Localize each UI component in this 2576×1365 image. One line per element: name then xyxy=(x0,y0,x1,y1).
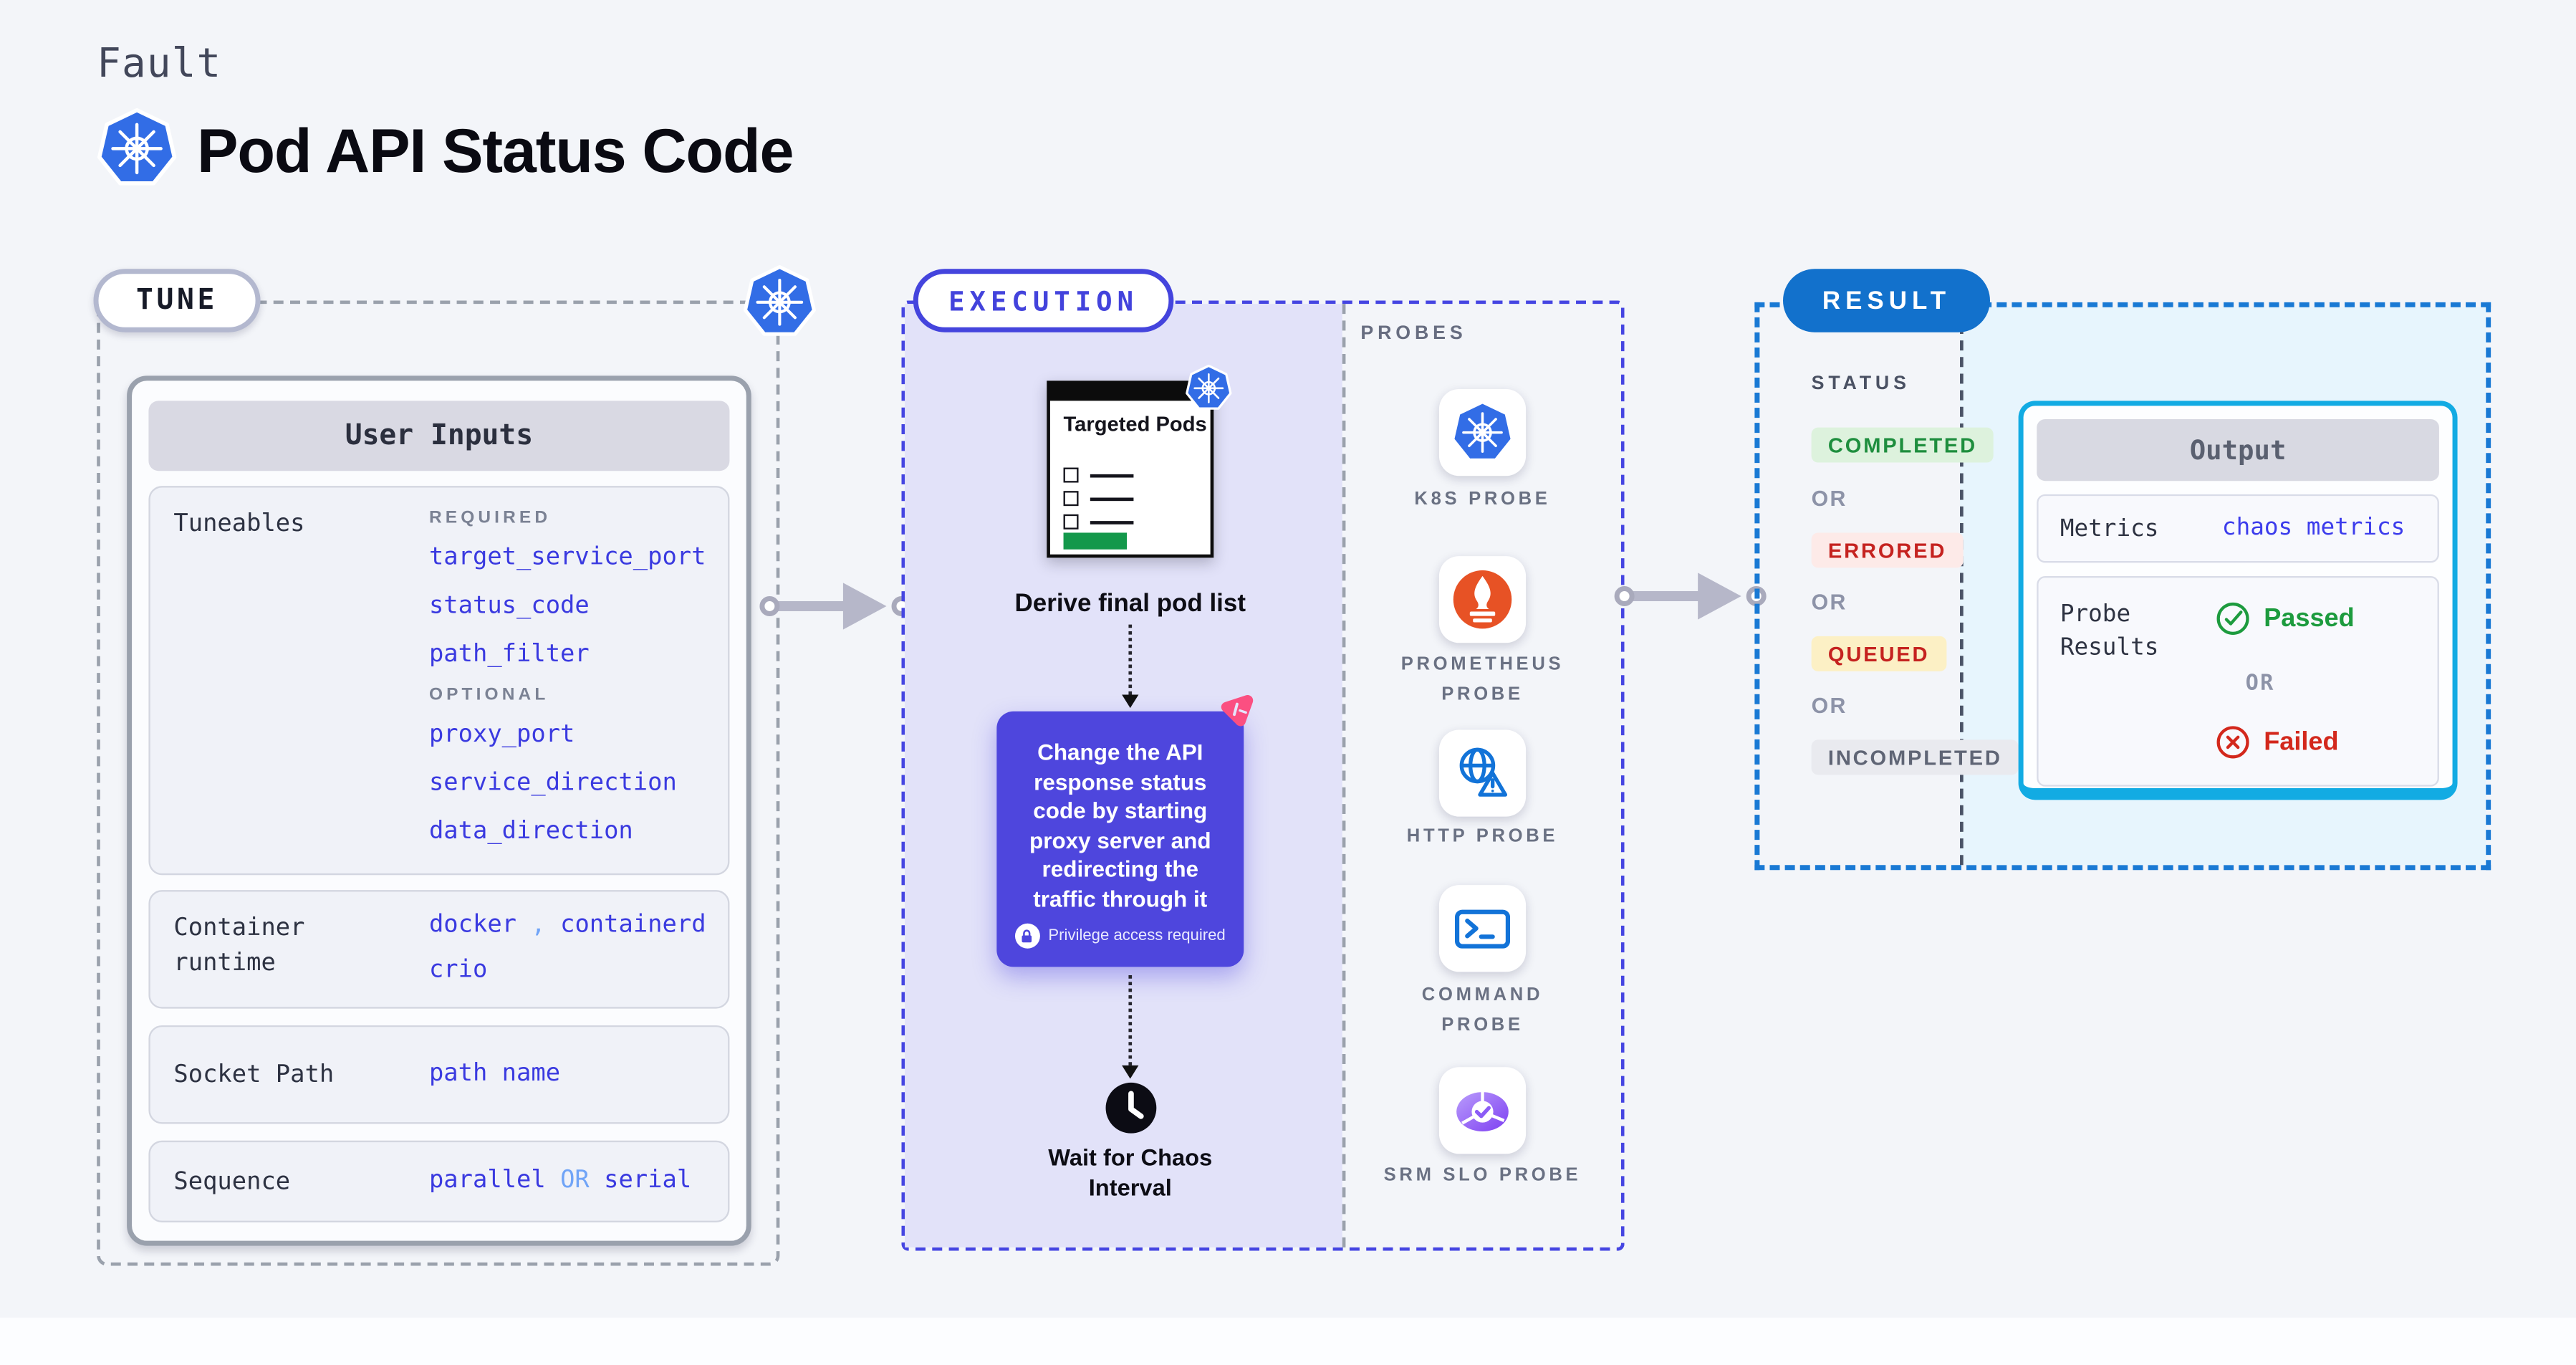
probe-label: HTTP PROBE xyxy=(1406,826,1559,847)
or-separator: OR xyxy=(1811,486,1847,512)
probe-card-prometheus xyxy=(1438,556,1527,643)
tuneable-optional: service_direction xyxy=(428,770,677,797)
kubernetes-icon xyxy=(743,264,817,340)
dotted-connector xyxy=(1128,624,1133,695)
tune-badge: TUNE xyxy=(93,269,261,332)
lock-icon xyxy=(1014,923,1040,949)
probes-section-label: PROBES xyxy=(1360,324,1467,345)
status-badge-errored: ERRORED xyxy=(1811,532,1964,568)
probes-divider xyxy=(1342,304,1346,1247)
privilege-note: Privilege access required xyxy=(996,923,1244,949)
runtime-separator: , xyxy=(531,911,546,939)
arrow-execution-to-result xyxy=(1614,573,1768,620)
sequence-value: serial xyxy=(604,1167,692,1194)
dotted-connector xyxy=(1128,975,1133,1065)
probe-label: COMMAND PROBE xyxy=(1421,985,1544,1035)
probe-label: K8S PROBE xyxy=(1414,489,1551,509)
progress-bar xyxy=(1063,532,1128,550)
status-badge-incompleted: INCOMPLETED xyxy=(1811,739,2019,775)
or-separator: OR xyxy=(1811,693,1847,719)
tuneables-label: Tuneables xyxy=(173,511,305,538)
status-badge-queued: QUEUED xyxy=(1811,636,1946,671)
sequence-value: parallel xyxy=(428,1167,546,1194)
result-badge: RESULT xyxy=(1783,269,1990,332)
fault-action-box: Change the API response status code by s… xyxy=(996,711,1244,967)
tuneable-required: path_filter xyxy=(428,641,590,669)
tuneable-required: target_service_port xyxy=(428,544,706,572)
targeted-pods-title: Targeted Pods xyxy=(1063,412,1207,436)
fault-category-label: Fault xyxy=(97,39,222,87)
probe-label: SRM SLO PROBE xyxy=(1383,1165,1582,1186)
arrowhead-down-icon xyxy=(1122,694,1139,709)
slo-pie-check-icon xyxy=(1456,1091,1509,1132)
probe-card-http xyxy=(1438,729,1527,817)
optional-label: OPTIONAL xyxy=(428,684,549,705)
pod-list-item xyxy=(1063,514,1134,530)
user-inputs-card: User Inputs Tuneables REQUIRED target_se… xyxy=(127,375,751,1246)
pod-list-item xyxy=(1063,467,1134,483)
bottom-strip xyxy=(0,1317,2576,1365)
probe-card-k8s xyxy=(1438,389,1527,476)
http-globe-warning-icon xyxy=(1459,747,1508,797)
container-runtime-label: Container runtime xyxy=(173,915,305,977)
runtime-value: crio xyxy=(428,957,488,984)
tuneables-row: Tuneables REQUIRED target_service_port s… xyxy=(148,486,730,876)
check-circle-icon xyxy=(2216,602,2249,635)
runtime-value: docker xyxy=(428,911,517,939)
probe-card-srm-slo xyxy=(1438,1067,1527,1154)
terminal-icon xyxy=(1454,909,1511,949)
targeted-pods-window: Targeted Pods xyxy=(1047,364,1232,558)
tuneable-optional: data_direction xyxy=(428,818,633,846)
kubernetes-icon xyxy=(1451,401,1514,464)
probe-card-command xyxy=(1438,885,1527,972)
page-title: Pod API Status Code xyxy=(197,117,794,186)
status-badge-completed: COMPLETED xyxy=(1811,427,1994,463)
wait-chaos-interval-label: Wait for Chaos Interval xyxy=(1048,1144,1213,1202)
passed-indicator: Passed xyxy=(2216,601,2355,636)
output-header: Output xyxy=(2037,418,2439,482)
or-separator: OR xyxy=(2245,671,2275,696)
probe-label: PROMETHEUS PROBE xyxy=(1400,654,1565,704)
prometheus-icon xyxy=(1453,570,1512,629)
x-circle-icon xyxy=(2216,726,2249,759)
container-runtime-row: Container runtime docker , containerd cr… xyxy=(148,890,730,1009)
clock-icon xyxy=(1105,1082,1157,1134)
tuneable-optional: proxy_port xyxy=(428,721,575,749)
or-separator: OR xyxy=(1811,589,1847,615)
probe-results-row: Probe Results Passed OR Failed xyxy=(2037,576,2439,787)
arrow-tune-to-execution xyxy=(759,583,913,630)
sequence-row: Sequence parallel OR serial xyxy=(148,1140,730,1222)
metrics-row: Metrics chaos metrics xyxy=(2037,494,2439,563)
tune-section-box xyxy=(97,300,780,1266)
socket-path-label: Socket Path xyxy=(173,1062,335,1089)
sequence-label: Sequence xyxy=(173,1169,291,1196)
status-section-label: STATUS xyxy=(1811,374,1911,395)
kubernetes-icon xyxy=(1186,364,1232,410)
socket-path-value: path name xyxy=(428,1060,561,1088)
execution-badge: EXECUTION xyxy=(913,269,1174,332)
chaos-spark-icon xyxy=(1221,695,1254,727)
runtime-value: containerd xyxy=(560,911,706,939)
tuneable-required: status_code xyxy=(428,593,590,620)
sequence-or: OR xyxy=(560,1167,590,1194)
fault-action-text: Change the API response status code by s… xyxy=(1029,739,1211,911)
failed-indicator: Failed xyxy=(2216,724,2339,760)
pod-list-item xyxy=(1063,491,1134,507)
derive-pod-list-label: Derive final pod list xyxy=(1014,589,1246,618)
socket-path-row: Socket Path path name xyxy=(148,1025,730,1124)
output-card: Output Metrics chaos metrics Probe Resul… xyxy=(2018,401,2458,800)
metrics-value: chaos metrics xyxy=(2221,514,2406,542)
probe-results-label: Probe Results xyxy=(2060,600,2159,661)
user-inputs-header: User Inputs xyxy=(148,401,730,471)
arrowhead-down-icon xyxy=(1122,1065,1139,1079)
metrics-label: Metrics xyxy=(2060,516,2159,543)
required-label: REQUIRED xyxy=(428,507,552,528)
kubernetes-icon xyxy=(97,107,177,191)
